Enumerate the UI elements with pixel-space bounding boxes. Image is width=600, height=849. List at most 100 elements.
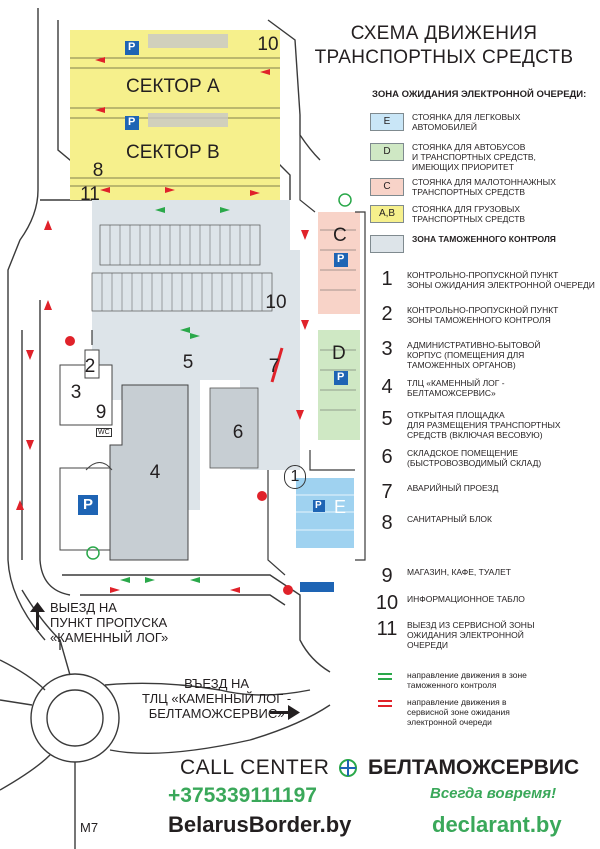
legend-item-line: складское помещение	[407, 448, 519, 458]
marker-9: 9	[95, 402, 107, 423]
sign-board-icon	[300, 582, 334, 592]
legend-item-line: для размещения транспортных	[407, 420, 561, 430]
legend-item-line: очереди	[407, 640, 448, 650]
legend-item-line: Контрольно-пропускной пункт	[407, 305, 559, 315]
entry-label-line: БЕЛТАМОЖСЕРВИС»	[148, 706, 285, 721]
legend-zone-swatch: A,B	[370, 205, 404, 223]
marker-7: 7	[268, 356, 280, 377]
legend-zone-line: имеющих приоритет	[412, 162, 514, 172]
phone-number[interactable]: +375339111197	[168, 784, 317, 807]
customs-direction-arrows	[120, 207, 230, 583]
road-m7-label: М7	[80, 820, 99, 835]
warehouse-building	[209, 387, 259, 469]
truck-icon	[148, 34, 228, 48]
legend-zone-text: стоянка для грузовыхтранспортных средств	[412, 204, 525, 224]
legend-item-text: Контрольно-пропускной пунктзоны таможенн…	[407, 305, 558, 325]
legend-arrow-line: сервисной зоне ожидания	[407, 707, 510, 717]
entry-tlc-label: ВЪЕЗД НА ТЛЦ «КАМЕННЫЙ ЛОГ - БЕЛТАМОЖСЕР…	[142, 676, 291, 721]
legend-arrow-line: направление движения в зоне	[407, 670, 527, 680]
zone-c-label: C	[333, 225, 347, 246]
legend-item-line: Белтаможсервис»	[407, 388, 496, 398]
parking-letter: P	[337, 371, 345, 383]
legend-item-text: Информационное табло	[407, 594, 525, 604]
parking-icon	[78, 41, 348, 515]
legend-item-line: (быстровозводимый склад)	[407, 458, 542, 468]
zone-e-label: E	[334, 497, 347, 517]
legend-item-number: 3	[381, 338, 393, 360]
marker-6: 6	[232, 422, 244, 443]
legend-item-line: ТЛЦ «Каменный Лог -	[407, 378, 505, 388]
legend-zone-swatch	[370, 235, 404, 253]
legend-item-line: корпус (помещения для	[407, 350, 525, 360]
legend-item-line: Информационное табло	[407, 594, 525, 604]
marker-2: 2	[84, 356, 96, 377]
legend-item-number: 8	[381, 512, 393, 534]
parking-letter: P	[337, 253, 345, 265]
legend-zone-line: транспортных средств	[412, 187, 526, 197]
legend-zone-text: стоянка для малотоннажныхтранспортных ср…	[412, 177, 556, 197]
legend-zone-line: и транспортных средств,	[412, 152, 536, 162]
legend-item-line: административно-бытовой	[407, 340, 541, 350]
legend-zone-line: стоянка для малотоннажных	[412, 177, 556, 187]
legend-item-line: Магазин, кафе, туалет	[407, 567, 511, 577]
legend-zone-swatch: D	[370, 143, 404, 161]
title-line: ТРАНСПОРТНЫХ СРЕДСТВ	[314, 47, 574, 68]
legend-item-number: 6	[381, 446, 393, 468]
green-sign-icon	[338, 193, 352, 207]
page-title: СХЕМА ДВИЖЕНИЯ ТРАНСПОРТНЫХ СРЕДСТВ	[300, 22, 588, 70]
truck-icon	[148, 113, 228, 127]
legend-item-number: 10	[375, 592, 399, 614]
slogan: Всегда вовремя!	[430, 785, 557, 802]
legend-item-line: ожидания электронной	[407, 630, 524, 640]
emergency-passage-mark	[270, 347, 284, 383]
stop-sign-icon	[65, 336, 75, 346]
legend-item-number: 5	[381, 408, 393, 430]
legend-item-number: 7	[381, 481, 393, 503]
legend-arrow-line: электронной очереди	[407, 717, 492, 727]
legend-zone-swatch: C	[370, 178, 404, 196]
legend-zone-text: стоянка для легковыхавтомобилей	[412, 112, 520, 132]
legend-zone-line: стоянка для автобусов	[412, 142, 526, 152]
marker-8: 8	[92, 160, 104, 181]
legend-zone-line: автомобилей	[412, 122, 477, 132]
exit-label-line: ПУНКТ ПРОПУСКА	[50, 615, 168, 630]
marker-3: 3	[70, 382, 82, 403]
legend-arrow-line: таможенного контроля	[407, 680, 497, 690]
legend-item-text: Аварийный проезд	[407, 483, 498, 493]
legend-zone-text: стоянка для автобусови транспортных сред…	[412, 142, 536, 172]
marker-1: 1	[284, 465, 306, 489]
roundabout	[0, 639, 331, 849]
legend-item-number: 9	[381, 565, 393, 587]
legend-item-text: складское помещение(быстровозводимый скл…	[407, 448, 541, 468]
website-link[interactable]: declarant.by	[432, 812, 562, 837]
legend-item-text: Контрольно-пропускной пунктзоны ожидания…	[407, 270, 595, 290]
sector-a-label: СЕКТОР А	[126, 76, 220, 97]
marker-5: 5	[182, 352, 194, 373]
entry-label-line: ВЪЕЗД НА	[184, 676, 250, 691]
legend-arrow-icon	[378, 678, 392, 680]
zone-d-label: D	[332, 343, 346, 364]
exit-checkpoint-label: ВЫЕЗД НА ПУНКТ ПРОПУСКА «КАМЕННЫЙ ЛОГ»	[50, 600, 168, 645]
legend-item-line: Выезд из сервисной зоны	[407, 620, 535, 630]
legend-item-line: Контрольно-пропускной пункт	[407, 270, 559, 280]
zone-e-area	[296, 478, 354, 548]
road-outline	[7, 8, 331, 673]
legend-item-line: средств (включая весовую)	[407, 430, 543, 440]
service-direction-arrows	[16, 57, 309, 593]
brand-name: БЕЛТАМОЖСЕРВИС	[368, 756, 580, 779]
exit-arrow-icon	[30, 602, 45, 630]
legend-item-text: Санитарный блок	[407, 514, 492, 524]
legend-item-line: зоны ожидания электронной очереди	[407, 280, 595, 290]
entry-arrow-icon	[270, 705, 300, 720]
legend-item-text: административно-бытовойкорпус (помещения…	[407, 340, 541, 370]
legend-arrow-icon	[378, 673, 392, 675]
website-link[interactable]: BelarusBorder.by	[168, 812, 352, 837]
parking-letter: P	[83, 496, 94, 513]
entry-label-line: ТЛЦ «КАМЕННЫЙ ЛОГ -	[142, 691, 292, 706]
parking-letter: P	[315, 500, 322, 511]
marker-10: 10	[265, 292, 287, 313]
tlc-building	[109, 384, 189, 561]
